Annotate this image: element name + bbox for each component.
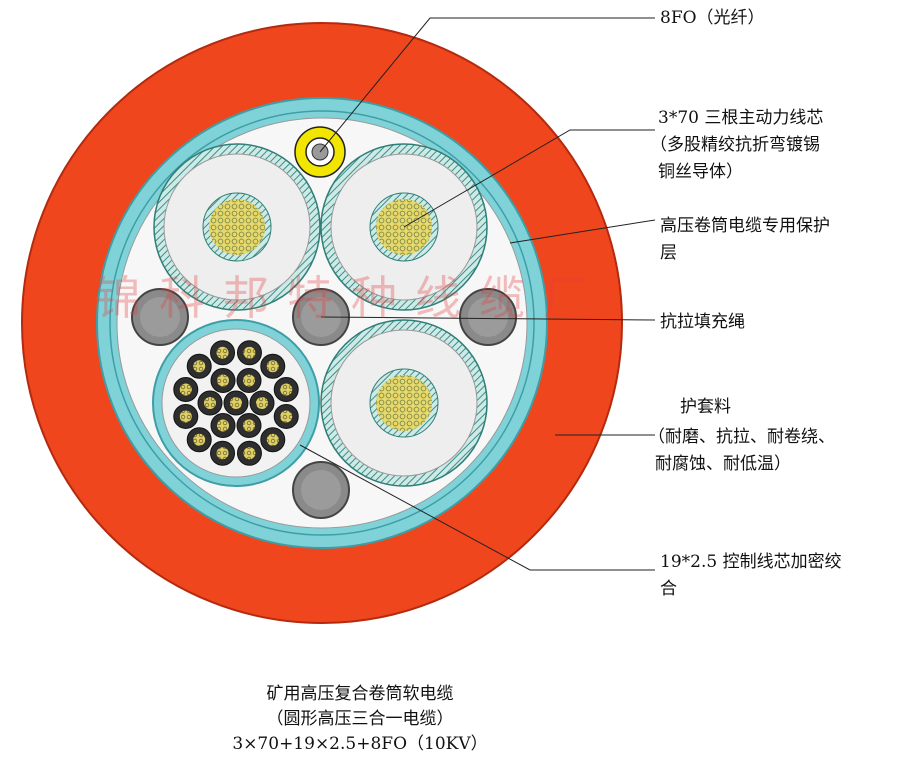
- control-core-conductor: [216, 447, 229, 460]
- shield-inner-ring: [109, 110, 535, 536]
- label-control-line1: 19*2.5 控制线芯加密绞: [660, 552, 842, 572]
- filler-rope-bottom: [292, 461, 350, 519]
- watermark: 锦科邦特种线缆厂: [95, 271, 607, 325]
- label-power-core-line3: 铜丝导体）: [658, 162, 743, 182]
- label-sheath-line1: 护套料: [680, 397, 731, 417]
- control-core-conductor: [179, 383, 192, 396]
- control-core-conductor: [230, 397, 242, 409]
- leader-shield: [509, 219, 656, 244]
- caption-subtitle: （圆形高压三合一电缆）: [266, 709, 454, 729]
- control-core-bundle: [152, 319, 320, 487]
- control-core-conductor: [243, 447, 256, 460]
- control-core-conductor: [243, 419, 255, 432]
- control-core-conductor: [266, 433, 279, 446]
- caption-spec: 3×70+19×2.5+8FO（10KV）: [232, 734, 488, 754]
- control-core-conductor: [193, 360, 206, 373]
- control-core-conductor: [179, 410, 192, 423]
- label-filler: 抗拉填充绳: [660, 312, 745, 332]
- control-core-conductor: [256, 397, 268, 409]
- label-power-core-line2: （多股精绞抗折弯镀锡: [650, 135, 820, 155]
- control-core-conductor: [280, 410, 293, 423]
- control-core-conductor: [243, 346, 256, 359]
- control-core-conductor: [280, 383, 293, 396]
- control-core-conductor: [266, 360, 279, 373]
- label-control-line2: 合: [660, 579, 677, 599]
- label-sheath-line3: 耐腐蚀、耐低温）: [655, 454, 791, 474]
- power-core-bottom-right: [320, 319, 488, 487]
- filler-rope-left: [131, 288, 189, 346]
- leader-filler: [320, 316, 656, 321]
- control-core-conductor: [204, 397, 216, 409]
- control-core-conductor: [243, 374, 255, 387]
- control-core-conductor: [193, 433, 206, 446]
- control-core-conductor: [217, 419, 229, 432]
- leader-control: [299, 444, 655, 571]
- caption-title: 矿用高压复合卷筒软电缆: [266, 684, 454, 704]
- leader-fiber: [319, 17, 655, 153]
- control-core-conductor: [217, 374, 229, 387]
- label-sheath-line2: （耐磨、抗拉、耐卷绕、: [648, 427, 835, 447]
- label-fiber: 8FO（光纤）: [660, 8, 765, 28]
- leader-power-core: [403, 129, 655, 228]
- label-shield-line2: 层: [660, 243, 677, 263]
- power-core-top-left: [153, 143, 321, 311]
- control-core-conductor: [216, 346, 229, 359]
- label-shield-line1: 高压卷筒电缆专用保护: [660, 216, 830, 236]
- filler-rope-right: [459, 288, 517, 346]
- label-power-core-line1: 3*70 三根主动力线芯: [658, 108, 824, 128]
- leader-lines: [299, 17, 656, 571]
